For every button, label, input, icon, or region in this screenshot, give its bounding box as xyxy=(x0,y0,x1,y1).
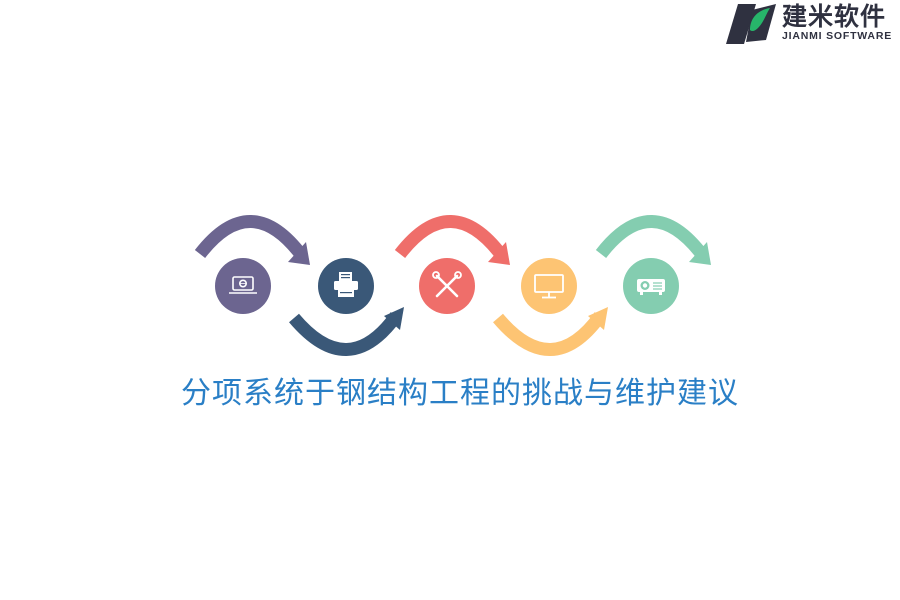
brand-name-en: JIANMI SOFTWARE xyxy=(782,30,893,42)
arrowhead-1 xyxy=(288,242,310,265)
step-3 xyxy=(419,258,475,314)
arc-2-bottom xyxy=(289,312,402,356)
arrowhead-5 xyxy=(689,242,711,265)
brand-name-cn: 建米软件 xyxy=(782,2,887,31)
arrowhead-2 xyxy=(384,307,404,330)
step-2 xyxy=(318,258,374,314)
arc-5-top xyxy=(595,215,709,260)
printer-icon xyxy=(334,272,358,297)
arrowhead-3 xyxy=(488,242,510,265)
step-5 xyxy=(623,258,679,314)
monitor-icon xyxy=(534,274,564,299)
arc-4-bottom xyxy=(493,312,606,356)
arc-1-top xyxy=(194,215,308,260)
projector-icon xyxy=(637,279,665,295)
page-title: 分项系统于钢结构工程的挑战与维护建议 xyxy=(181,376,739,411)
step-4 xyxy=(521,258,577,314)
brand-logo: 建米软件 JIANMI SOFTWARE xyxy=(722,0,900,48)
tools-icon xyxy=(432,271,462,298)
arc-3-top xyxy=(394,215,508,260)
laptop-icon xyxy=(229,276,257,294)
arrowhead-4 xyxy=(588,307,608,330)
jianmi-logo-icon xyxy=(726,4,776,44)
step-1 xyxy=(215,258,271,314)
